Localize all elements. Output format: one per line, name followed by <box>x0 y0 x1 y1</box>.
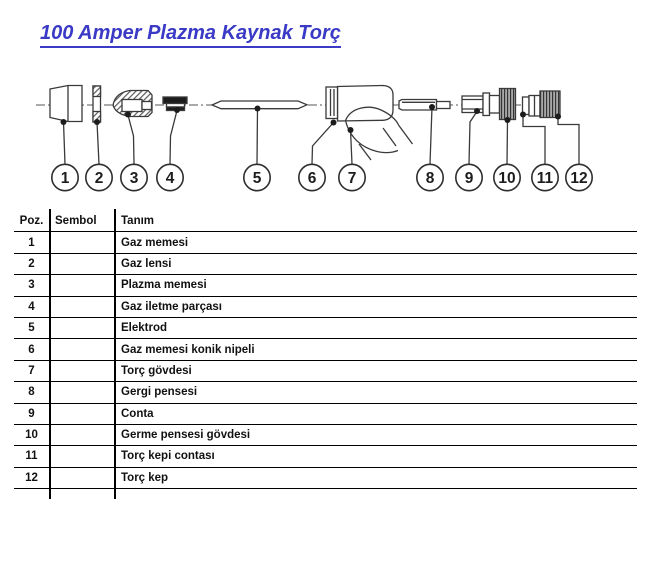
table-row: 1 Gaz memesi <box>14 232 637 254</box>
svg-text:8: 8 <box>426 170 435 187</box>
table-column-divider-2 <box>114 209 116 499</box>
cell-poz: 7 <box>28 364 35 377</box>
table-column-divider-1 <box>49 209 51 499</box>
callout-12: 12 <box>564 163 593 192</box>
part-1-gas-nozzle <box>49 84 83 123</box>
leader-lines <box>62 106 580 165</box>
cell-tanim: Germe pensesi gövdesi <box>121 429 251 442</box>
cell-poz: 12 <box>25 471 38 484</box>
table-row: 11 Torç kepi contası <box>14 446 637 468</box>
callout-10: 10 <box>492 163 521 192</box>
cell-poz: 11 <box>25 450 38 463</box>
part-9-gasket <box>461 92 501 117</box>
header-sembol: Sembol <box>55 215 97 228</box>
part-2-gas-lens <box>92 85 102 123</box>
cell-poz: 2 <box>28 257 35 270</box>
cell-poz: 10 <box>25 429 38 442</box>
part-3-plasma-nozzle <box>112 89 153 118</box>
callout-3: 3 <box>120 163 149 192</box>
svg-text:9: 9 <box>465 170 474 187</box>
svg-text:11: 11 <box>537 170 554 187</box>
svg-text:4: 4 <box>166 170 175 187</box>
cell-tanim: Plazma memesi <box>121 279 207 292</box>
table-row: 10 Germe pensesi gövdesi <box>14 425 637 447</box>
part-6-7-torch-body <box>325 84 414 161</box>
cell-tanim: Gaz memesi <box>121 236 189 249</box>
svg-text:12: 12 <box>570 170 587 187</box>
svg-text:5: 5 <box>253 170 262 187</box>
callout-11: 11 <box>530 163 559 192</box>
svg-text:2: 2 <box>95 170 104 187</box>
callout-1: 1 <box>50 163 79 192</box>
page-title: 100 Amper Plazma Kaynak Torç <box>40 22 341 48</box>
table-row: 12 Torç kep <box>14 468 637 490</box>
svg-text:1: 1 <box>61 170 70 187</box>
cell-poz: 1 <box>28 236 35 249</box>
parts-table: Poz. Sembol Tanım 1 Gaz memesi 2 Gaz len… <box>14 209 637 499</box>
part-12-torch-cap <box>528 90 561 119</box>
cell-tanim: Torç kep <box>121 471 169 484</box>
svg-text:6: 6 <box>308 170 317 187</box>
callout-6: 6 <box>297 163 326 192</box>
callout-5: 5 <box>243 163 272 192</box>
callout-2: 2 <box>85 163 114 192</box>
torch-exploded-diagram: 1 2 3 4 5 6 7 8 9 10 11 12 <box>36 84 593 192</box>
cell-tanim: Elektrod <box>121 322 168 335</box>
cell-tanim: Torç gövdesi <box>121 364 192 377</box>
table-row: 6 Gaz memesi konik nipeli <box>14 339 637 361</box>
table-row: 8 Gergi pensesi <box>14 382 637 404</box>
cell-poz: 5 <box>28 322 35 335</box>
table-row: 4 Gaz iletme parçası <box>14 297 637 318</box>
cell-poz: 3 <box>28 279 35 292</box>
svg-text:7: 7 <box>348 170 357 187</box>
part-8-tension-collet <box>398 98 451 111</box>
table-row: 7 Torç gövdesi <box>14 361 637 383</box>
cell-poz: 9 <box>28 407 35 420</box>
table-row: 2 Gaz lensi <box>14 254 637 276</box>
cell-poz: 6 <box>28 343 35 356</box>
part-10-collet-body <box>498 87 517 121</box>
header-tanim: Tanım <box>121 215 155 228</box>
cell-poz: 4 <box>28 300 35 313</box>
cell-tanim: Conta <box>121 407 154 420</box>
callout-balloons: 1 2 3 4 5 6 7 8 9 10 11 12 <box>50 163 593 192</box>
cell-tanim: Gaz iletme parçası <box>121 300 222 313</box>
part-5-electrode <box>210 100 309 110</box>
cell-tanim: Gaz lensi <box>121 257 172 270</box>
header-poz: Poz. <box>19 215 44 228</box>
svg-text:3: 3 <box>130 170 139 187</box>
svg-text:10: 10 <box>498 170 515 187</box>
cell-tanim: Gergi pensesi <box>121 386 198 399</box>
callout-9: 9 <box>454 163 483 192</box>
callout-7: 7 <box>337 163 366 192</box>
leader-dots <box>60 104 561 133</box>
table-row: 3 Plazma memesi <box>14 275 637 297</box>
cell-tanim: Gaz memesi konik nipeli <box>121 343 255 356</box>
cell-poz: 8 <box>28 386 35 399</box>
cell-tanim: Torç kepi contası <box>121 450 215 463</box>
table-header-row: Poz. Sembol Tanım <box>14 211 637 233</box>
callout-4: 4 <box>156 163 185 192</box>
table-row: 9 Conta <box>14 404 637 425</box>
callout-8: 8 <box>415 163 444 192</box>
table-row: 5 Elektrod <box>14 318 637 340</box>
